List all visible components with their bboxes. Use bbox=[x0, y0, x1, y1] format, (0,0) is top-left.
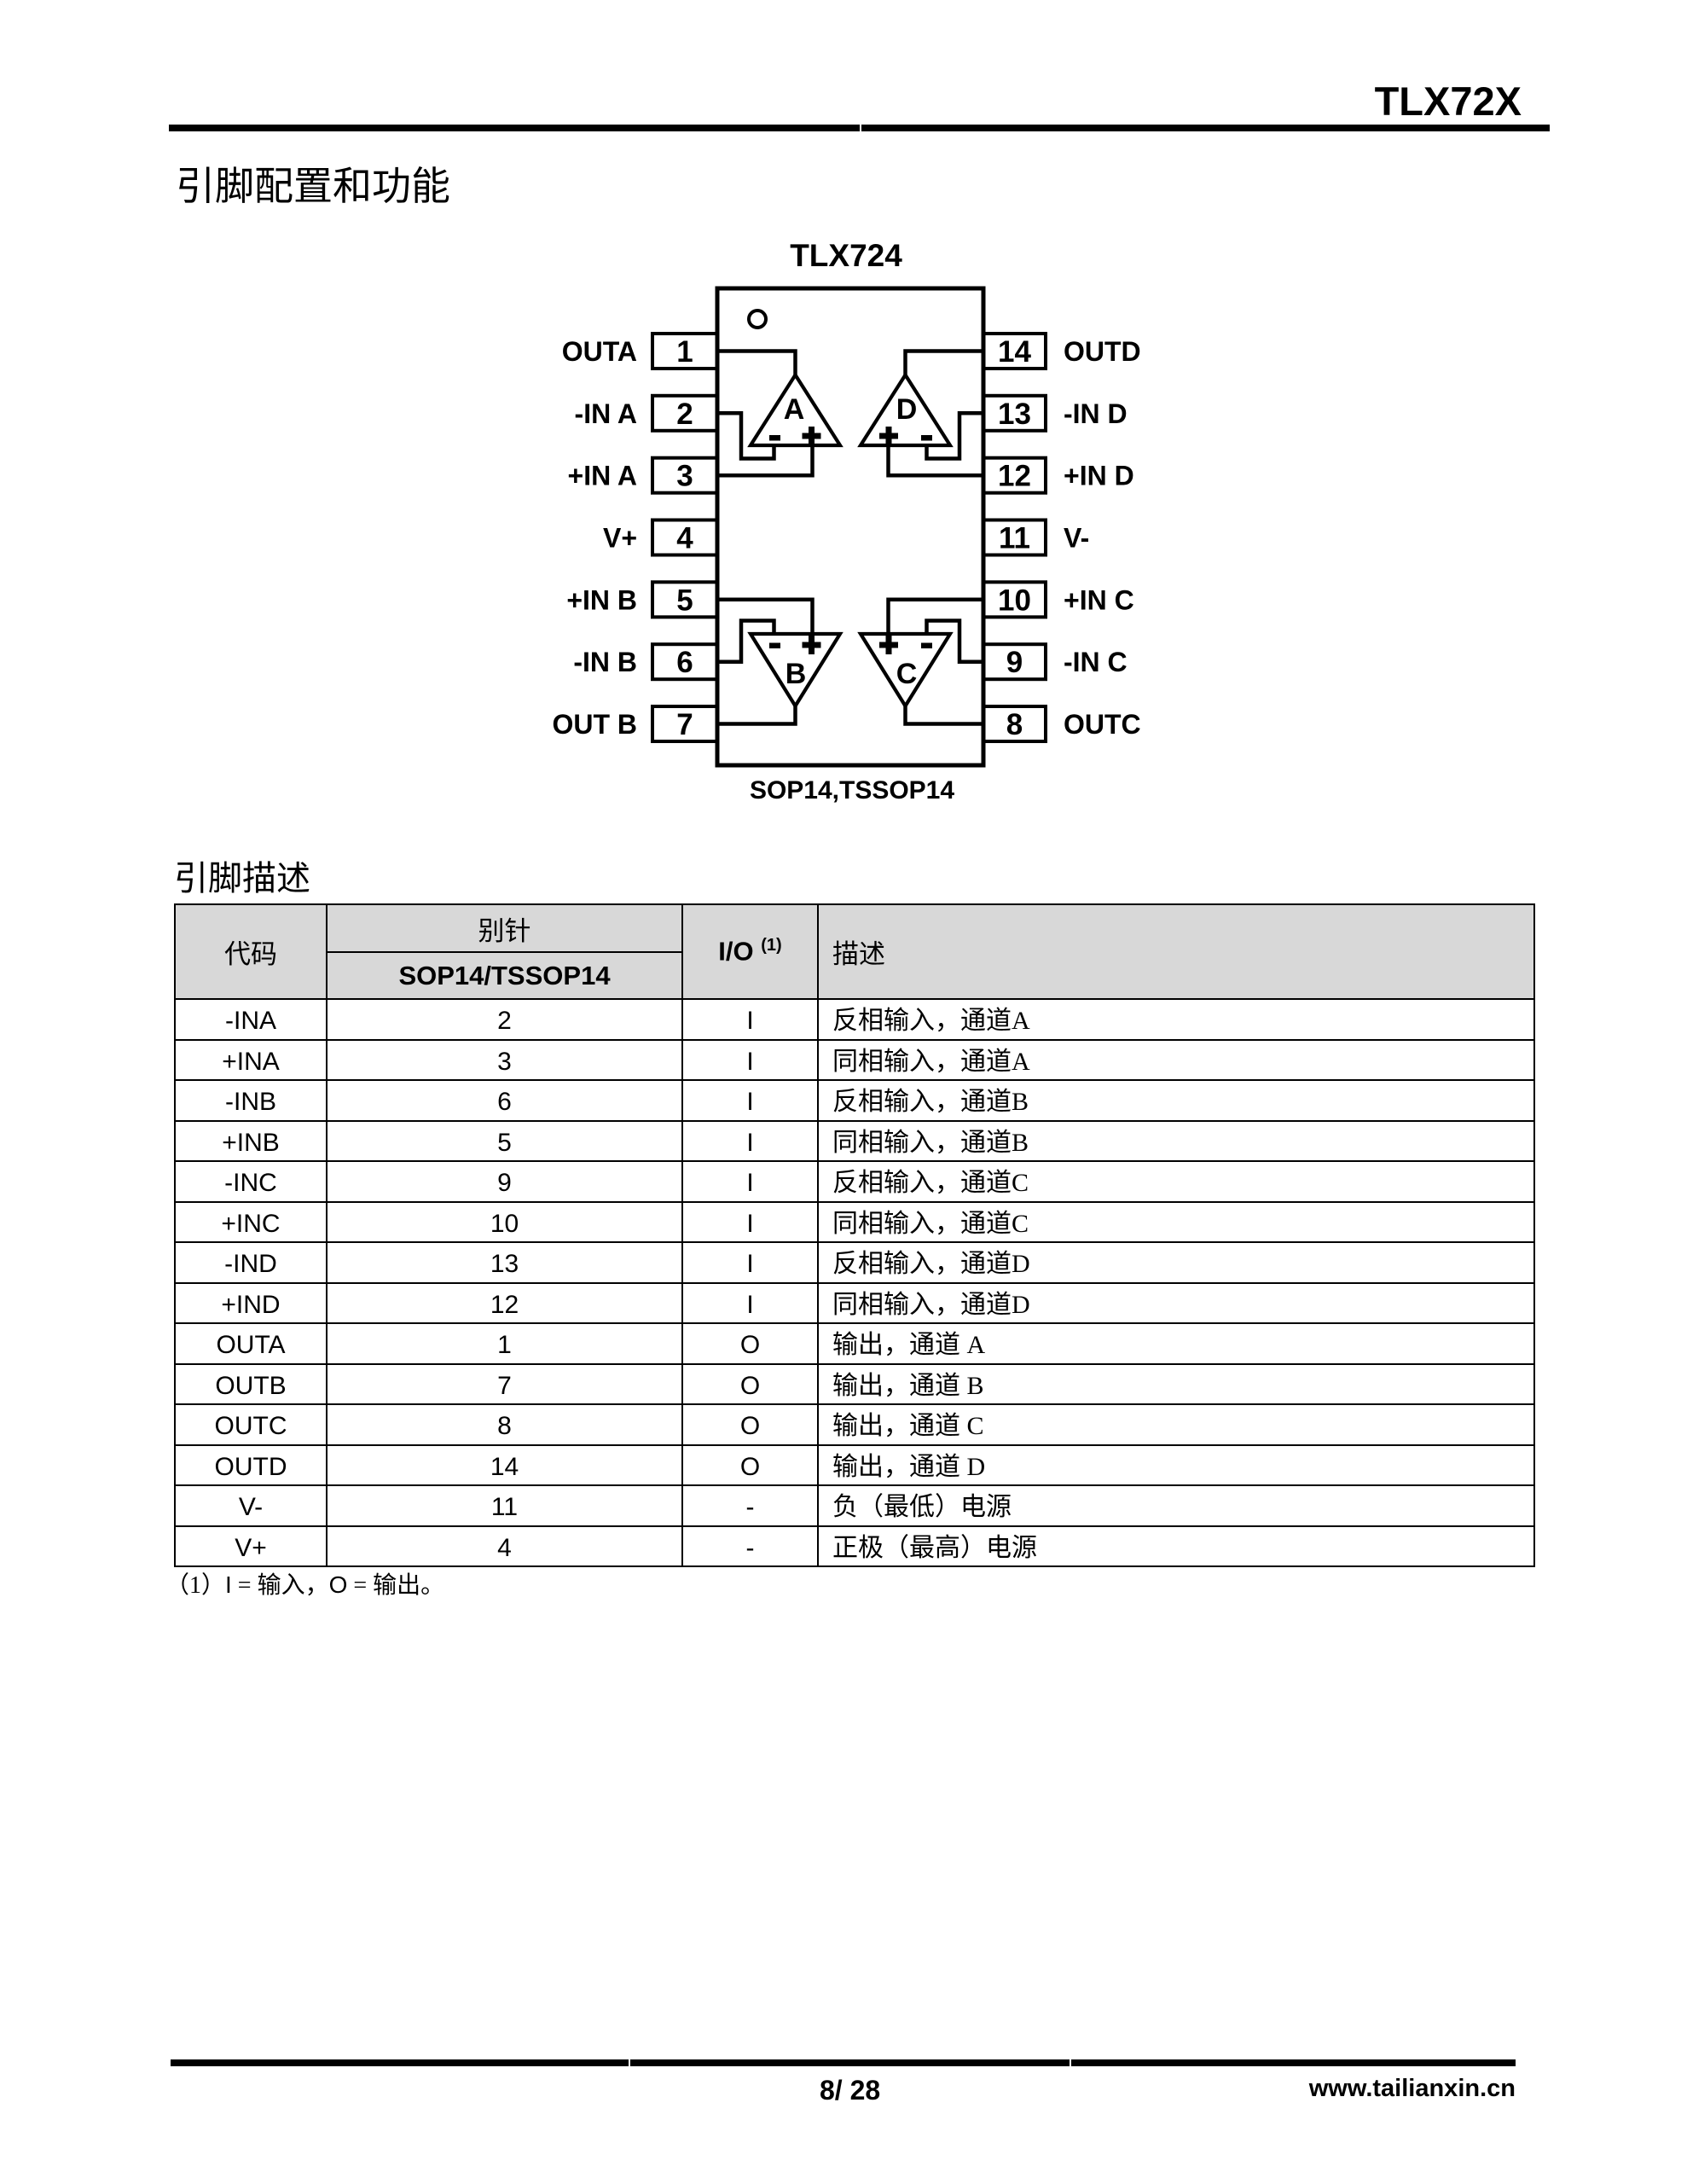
svg-text:8: 8 bbox=[1006, 708, 1023, 741]
svg-text:2: 2 bbox=[676, 398, 693, 431]
svg-text:OUTD: OUTD bbox=[1064, 336, 1141, 367]
svg-text:-IN A: -IN A bbox=[575, 398, 637, 429]
svg-text:6: 6 bbox=[676, 646, 693, 679]
svg-text:+IN C: +IN C bbox=[1064, 584, 1134, 615]
svg-text:+IN A: +IN A bbox=[568, 461, 638, 491]
svg-text:+IN D: +IN D bbox=[1064, 461, 1134, 491]
svg-text:1: 1 bbox=[676, 335, 693, 369]
svg-text:12: 12 bbox=[998, 460, 1031, 493]
svg-text:10: 10 bbox=[998, 584, 1031, 617]
svg-text:V+: V+ bbox=[603, 523, 637, 554]
svg-text:7: 7 bbox=[676, 708, 693, 741]
svg-text:14: 14 bbox=[998, 335, 1031, 369]
svg-text:+IN B: +IN B bbox=[566, 584, 637, 615]
svg-text:V-: V- bbox=[1064, 523, 1089, 554]
svg-text:TLX724: TLX724 bbox=[790, 238, 902, 273]
svg-text:OUTC: OUTC bbox=[1064, 709, 1141, 740]
svg-text:-IN D: -IN D bbox=[1064, 398, 1128, 429]
svg-text:A: A bbox=[784, 393, 805, 426]
svg-text:5: 5 bbox=[676, 584, 693, 617]
svg-text:B: B bbox=[786, 658, 807, 690]
svg-text:-IN B: -IN B bbox=[573, 647, 637, 677]
svg-text:D: D bbox=[896, 393, 918, 426]
svg-text:3: 3 bbox=[676, 460, 693, 493]
svg-text:C: C bbox=[896, 658, 918, 690]
svg-text:SOP14,TSSOP14: SOP14,TSSOP14 bbox=[750, 776, 954, 804]
svg-text:9: 9 bbox=[1006, 646, 1023, 679]
svg-text:4: 4 bbox=[676, 522, 693, 555]
svg-text:13: 13 bbox=[998, 398, 1031, 431]
svg-text:OUT B: OUT B bbox=[552, 709, 637, 740]
svg-text:OUTA: OUTA bbox=[562, 336, 637, 367]
svg-text:-IN C: -IN C bbox=[1064, 647, 1128, 677]
svg-text:11: 11 bbox=[999, 522, 1030, 555]
